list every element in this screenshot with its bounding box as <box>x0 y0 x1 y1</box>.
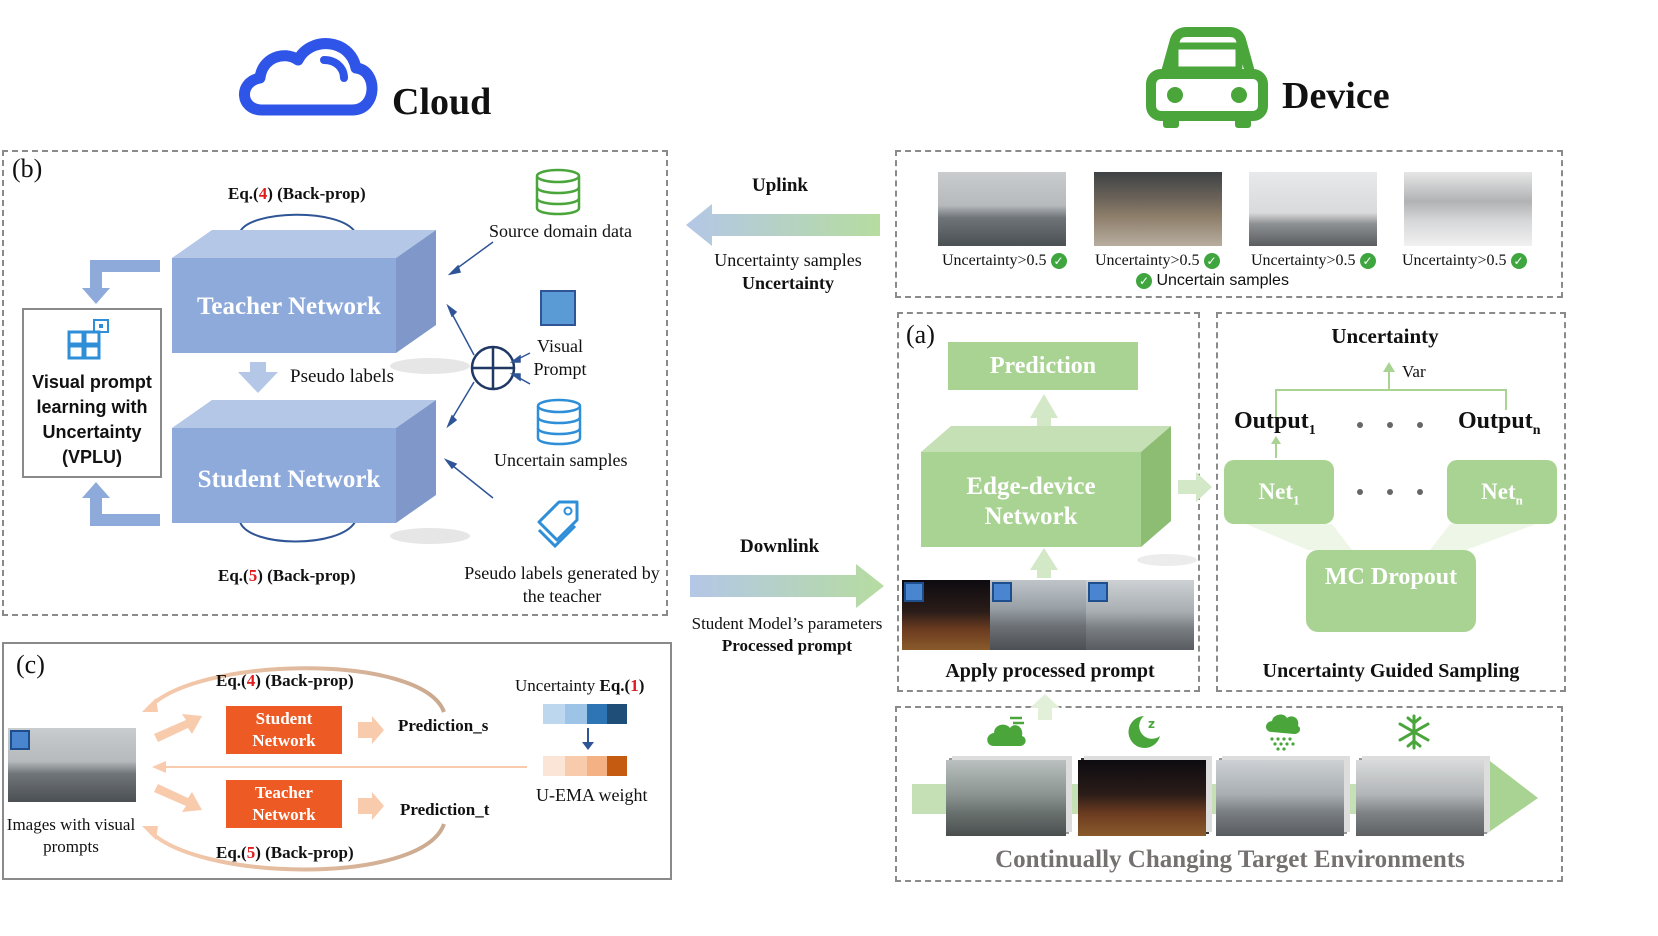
panel-b-eq-bottom: Eq.(5) (Back-prop) <box>218 566 356 585</box>
var-label: Var <box>1402 362 1426 381</box>
student-network-box: Student Network <box>197 466 381 493</box>
sampling-panel <box>1216 312 1566 692</box>
uplink-sub1: Uncertainty samples <box>714 250 862 270</box>
panel-c-eq-top: Eq.(4) (Back-prop) <box>216 671 354 690</box>
vplu-label: Visual prompt learning with Uncertainty … <box>32 372 152 467</box>
sample-image-fog <box>938 172 1066 246</box>
student-network-box-c: Student Network <box>226 706 342 754</box>
car-icon <box>1146 27 1268 128</box>
device-title: Device <box>1282 75 1390 117</box>
visual-prompt-patch <box>992 582 1012 602</box>
sample-label-3: Uncertainty>0.5 ✓ <box>1251 252 1376 270</box>
panel-b <box>2 150 668 616</box>
source-data-label: Source domain data <box>489 221 632 241</box>
environments-panel <box>895 706 1563 882</box>
uplink-sub2: Uncertainty <box>742 273 834 293</box>
pseudo-teacher-label: Pseudo labels generated by the teacher <box>464 563 660 606</box>
visual-prompt-square <box>540 290 576 326</box>
panel-c-graphics <box>142 666 627 872</box>
panel-b-graphics <box>82 213 531 544</box>
pseudo-labels-label: Pseudo labels <box>290 366 394 387</box>
images-caption: Images with visual prompts <box>6 815 136 856</box>
visual-prompt-patch <box>10 730 30 750</box>
panel-b-eq-top: Eq.(4) (Back-prop) <box>228 184 366 203</box>
prediction-s-label: Prediction_s <box>398 716 489 735</box>
sample-label-1: Uncertainty>0.5 ✓ <box>942 252 1067 270</box>
downlink-label: Downlink <box>740 536 820 557</box>
panel-a-label: (a) <box>906 320 935 349</box>
sample-image-haze <box>1249 172 1377 246</box>
grid-icon <box>67 319 109 360</box>
sampling-graphics <box>1246 362 1536 550</box>
sample-image-snow <box>1404 172 1532 246</box>
visual-prompt-patch <box>1088 582 1108 602</box>
uncertainty-eq1: Uncertainty Eq.(1) <box>515 676 645 695</box>
tag-icon <box>537 500 579 549</box>
visual-prompt-label: Visual Prompt <box>533 336 587 379</box>
uema-label: U-EMA weight <box>536 785 648 805</box>
output-n: Outputn <box>1458 408 1541 438</box>
env-image-cloudy <box>946 760 1066 836</box>
cloud-icon <box>239 38 378 116</box>
cloudy-icon <box>987 716 1026 746</box>
edge-device-network: Edge-device Network <box>966 473 1096 530</box>
env-image-rain <box>1216 760 1344 836</box>
prediction-box: Prediction <box>948 342 1138 390</box>
panel-a-graphics <box>921 394 1197 578</box>
teacher-network-box-c: Teacher Network <box>226 780 342 828</box>
env-image-snow <box>1356 760 1484 836</box>
check-icon: ✓ <box>1510 253 1527 270</box>
environments-caption: Continually Changing Target Environments <box>995 846 1465 873</box>
sample-label-4: Uncertainty>0.5 ✓ <box>1402 252 1527 270</box>
sample-label-2: Uncertainty>0.5 ✓ <box>1095 252 1220 270</box>
teacher-network-box: Teacher Network <box>197 293 381 320</box>
check-icon: ✓ <box>1359 253 1376 270</box>
downlink-sub1: Student Model’s parameters <box>691 614 883 633</box>
panel-a <box>897 312 1200 692</box>
net-1-box: Net1 <box>1224 460 1334 524</box>
rain-icon <box>1266 714 1300 751</box>
apply-prompt-caption: Apply processed prompt <box>945 660 1155 682</box>
output-1: Output1 <box>1234 408 1316 438</box>
svg-text:z: z <box>1148 717 1155 731</box>
uncertain-samples-label: Uncertain samples <box>494 450 628 470</box>
database-icon <box>536 398 582 446</box>
arrow-up-icon <box>1030 694 1060 720</box>
check-icon: ✓ <box>1050 253 1067 270</box>
check-icon: ✓ <box>1203 253 1220 270</box>
sample-image-flood <box>1094 172 1222 246</box>
net-n-box: Netn <box>1447 460 1557 524</box>
uncertainty-label: Uncertainty <box>1331 324 1439 348</box>
prediction-t-label: Prediction_t <box>400 800 490 819</box>
moon-icon: z <box>1128 716 1160 748</box>
vplu-box <box>22 308 162 478</box>
panel-c-eq-bottom: Eq.(5) (Back-prop) <box>216 843 354 862</box>
mc-dropout-box: MC Dropout <box>1306 550 1476 632</box>
snowflake-icon <box>1398 714 1430 750</box>
panel-c-label: (c) <box>16 650 45 679</box>
uplink-label: Uplink <box>752 175 808 196</box>
env-image-night <box>1078 760 1206 836</box>
sampling-caption: Uncertainty Guided Sampling <box>1262 660 1520 682</box>
database-icon <box>535 168 581 216</box>
uplink-arrow <box>686 204 880 246</box>
panel-c <box>2 642 672 880</box>
visual-prompt-patch <box>904 582 924 602</box>
panel-b-label: (b) <box>12 154 43 183</box>
downlink-arrow <box>690 564 884 608</box>
cloud-title: Cloud <box>392 81 492 123</box>
uncertain-samples-panel <box>895 150 1563 298</box>
downlink-sub2: Processed prompt <box>721 636 853 655</box>
check-icon: ✓ <box>1136 272 1152 289</box>
arrow-right-icon <box>1178 472 1212 502</box>
uncertain-samples-caption: ✓ Uncertain samples <box>1136 272 1289 290</box>
